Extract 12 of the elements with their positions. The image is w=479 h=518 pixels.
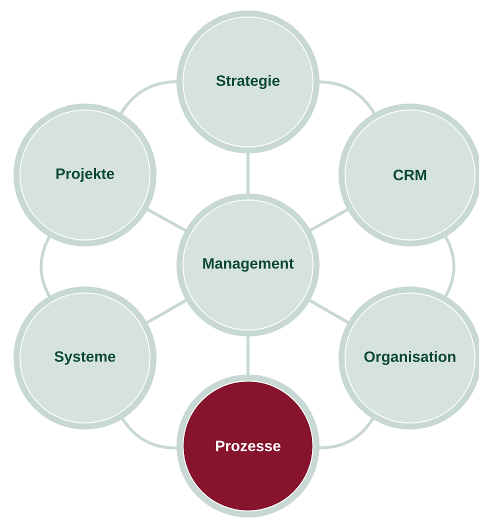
ring-arc xyxy=(118,80,178,116)
spoke-line xyxy=(308,208,350,232)
spoke-line xyxy=(308,298,350,325)
spoke-line xyxy=(144,298,188,325)
ring-arc xyxy=(318,416,375,450)
ring-arc xyxy=(444,234,456,298)
spoke-line xyxy=(145,207,188,233)
ring-arc xyxy=(120,416,178,450)
spoke-line xyxy=(246,334,250,376)
spoke-line xyxy=(246,152,250,196)
ring-arc xyxy=(40,234,52,298)
ring-arc xyxy=(318,80,376,116)
